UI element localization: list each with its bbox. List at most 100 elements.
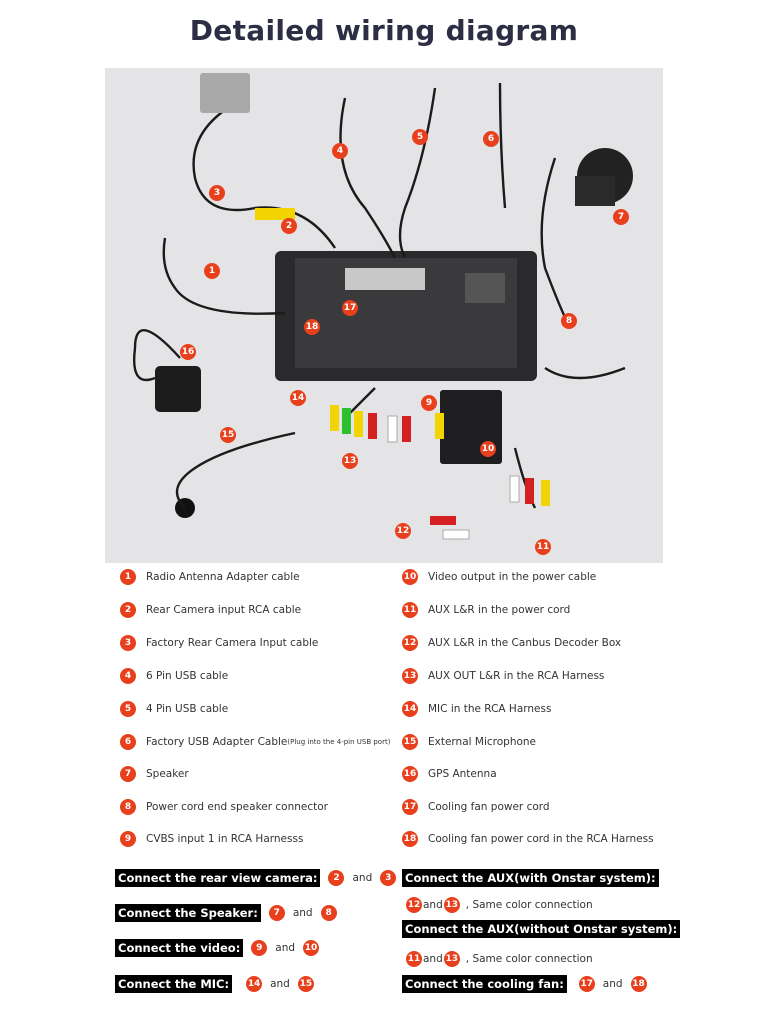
callout-8: 8 (561, 313, 577, 329)
legend-label: AUX L&R in the power cord (428, 604, 571, 616)
connect-badge: 8 (320, 905, 337, 921)
connect-badge: 7 (268, 905, 285, 921)
connect-badge: 15 (297, 976, 314, 992)
connect-and: and (423, 899, 443, 911)
connect-speaker: Connect the Speaker: 7 and 8 (115, 903, 337, 923)
legend-badge: 13 (402, 668, 418, 684)
connect-mic: Connect the MIC: 14 and 15 (115, 974, 314, 994)
connect-badge: 12 (406, 897, 422, 913)
legend-label: AUX OUT L&R in the RCA Harness (428, 670, 605, 682)
connect-aux-onstar-detail: 12 and 13 , Same color connection (406, 896, 593, 914)
connect-badge: 13 (443, 897, 460, 913)
factory-connector (200, 73, 250, 113)
legend-badge: 8 (120, 799, 136, 815)
callout-14: 14 (290, 390, 306, 406)
callout-18: 18 (304, 319, 320, 335)
legend-label: CVBS input 1 in RCA Harnesss (146, 833, 304, 845)
connect-badge: 18 (630, 976, 647, 992)
legend-item-6: 6 Factory USB Adapter Cable(Plug into the… (120, 733, 390, 751)
connect-label: Connect the AUX(without Onstar system): (402, 920, 681, 938)
speaker-bracket (575, 176, 615, 206)
callout-13: 13 (342, 453, 358, 469)
connect-badge: 9 (251, 940, 268, 956)
connect-badge: 10 (303, 940, 320, 956)
callout-15: 15 (220, 427, 236, 443)
connect-note: , Same color connection (465, 899, 593, 911)
legend-label: Video output in the power cable (428, 571, 597, 583)
connect-label: Connect the Speaker: (115, 904, 261, 922)
legend-badge: 9 (120, 831, 136, 847)
legend-label: External Microphone (428, 736, 537, 748)
legend-item-8: 8 Power cord end speaker connector (120, 798, 328, 816)
legend-label: Factory USB Adapter Cable (146, 736, 288, 748)
legend-note: (Plug into the 4-pin USB port) (287, 738, 391, 746)
callout-7: 7 (613, 209, 629, 225)
callout-3: 3 (209, 185, 225, 201)
connector-block (465, 273, 505, 303)
legend-label: Cooling fan power cord in the RCA Harnes… (428, 833, 654, 845)
legend-item-4: 4 6 Pin USB cable (120, 667, 228, 685)
legend-label: 6 Pin USB cable (146, 670, 229, 682)
cable (398, 87, 437, 259)
legend-badge: 14 (402, 701, 418, 717)
connect-badge: 17 (578, 976, 595, 992)
connect-label: Connect the video: (115, 939, 244, 957)
callout-16: 16 (180, 344, 196, 360)
legend-item-18: 18 Cooling fan power cord in the RCA Harn… (402, 830, 654, 848)
legend-badge: 17 (402, 799, 418, 815)
cable (192, 96, 336, 249)
legend-badge: 11 (402, 602, 418, 618)
cable (162, 237, 286, 315)
connect-cooling-fan: Connect the cooling fan: 17 and 18 (402, 974, 647, 994)
legend-badge: 5 (120, 701, 136, 717)
legend-label: Power cord end speaker connector (146, 801, 328, 813)
connect-and: and (270, 978, 290, 990)
callout-11: 11 (535, 539, 551, 555)
connect-label: Connect the cooling fan: (402, 975, 567, 993)
legend-label: AUX L&R in the Canbus Decoder Box (428, 637, 622, 649)
connect-video: Connect the video: 9 and 10 (115, 938, 320, 958)
legend-badge: 7 (120, 766, 136, 782)
connect-and: and (423, 953, 443, 965)
cable (540, 157, 572, 329)
legend-item-7: 7 Speaker (120, 765, 189, 783)
cable (498, 82, 507, 209)
legend-badge: 12 (402, 635, 418, 651)
legend-badge: 3 (120, 635, 136, 651)
connect-aux-no-onstar: Connect the AUX(without Onstar system): (402, 919, 681, 939)
wiring-photo: 1 2 3 4 5 6 7 8 9 10 11 12 13 14 15 16 1… (105, 68, 663, 563)
connect-label: Connect the AUX(with Onstar system): (402, 869, 659, 887)
legend-badge: 6 (120, 734, 136, 750)
callout-1: 1 (204, 263, 220, 279)
legend-label: Speaker (146, 768, 189, 780)
gps-antenna (155, 366, 201, 412)
connect-rear-camera: Connect the rear view camera: 2 and 3 (115, 868, 397, 888)
legend-label: Cooling fan power cord (428, 801, 550, 813)
connect-label: Connect the rear view camera: (115, 869, 321, 887)
legend-badge: 15 (402, 734, 418, 750)
connect-label: Connect the MIC: (115, 975, 233, 993)
cable (175, 431, 296, 509)
legend-badge: 2 (120, 602, 136, 618)
legend-badge: 18 (402, 831, 418, 847)
legend-label: GPS Antenna (428, 768, 497, 780)
legend-item-17: 17 Cooling fan power cord (402, 798, 550, 816)
callout-17: 17 (342, 300, 358, 316)
rca-plugs (330, 405, 550, 540)
wiring-illustration (133, 73, 633, 540)
callout-9: 9 (421, 395, 437, 411)
connect-badge: 11 (406, 951, 422, 967)
cable (339, 97, 397, 259)
connect-badge: 2 (328, 870, 345, 886)
cable (544, 366, 626, 380)
legend-badge: 1 (120, 569, 136, 585)
yellow-rca-connector (255, 208, 295, 220)
legend-badge: 4 (120, 668, 136, 684)
callout-4: 4 (332, 143, 348, 159)
